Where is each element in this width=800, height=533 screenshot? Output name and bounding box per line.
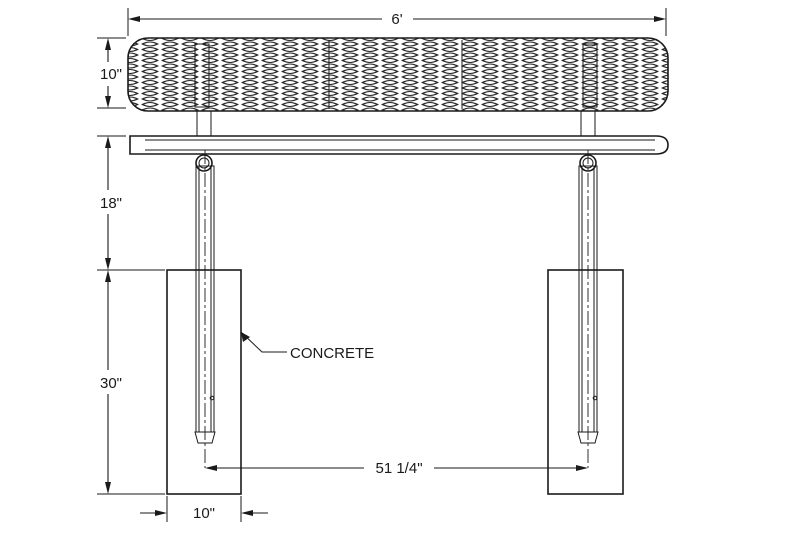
- embed-depth-label: 30": [100, 375, 122, 392]
- footing-width-label: 10": [193, 505, 215, 522]
- seat-height-label: 18": [100, 195, 122, 212]
- overall-length-dimension: 6': [127, 8, 667, 36]
- concrete-callout-label: CONCRETE: [290, 345, 374, 362]
- embed-depth-dimension: 30": [97, 270, 165, 495]
- seat-supports: [196, 110, 596, 137]
- seat-depth-label: 10": [100, 66, 122, 83]
- left-post: [194, 150, 216, 468]
- seat-height-dimension: 18": [97, 135, 165, 271]
- concrete-callout: CONCRETE: [240, 331, 374, 362]
- seat-depth-dimension: 10": [97, 37, 126, 109]
- post-spacing-dimension: 51 1/4": [205, 460, 588, 477]
- right-concrete-footing: [547, 269, 624, 495]
- seat-frame-rail: [129, 135, 669, 155]
- expanded-metal-seat: [127, 37, 669, 112]
- left-concrete-footing: [166, 269, 242, 495]
- footing-width-dimension: 10": [140, 496, 268, 522]
- post-spacing-label: 51 1/4": [375, 460, 422, 477]
- overall-length-label: 6': [391, 11, 402, 28]
- right-post: [577, 150, 599, 468]
